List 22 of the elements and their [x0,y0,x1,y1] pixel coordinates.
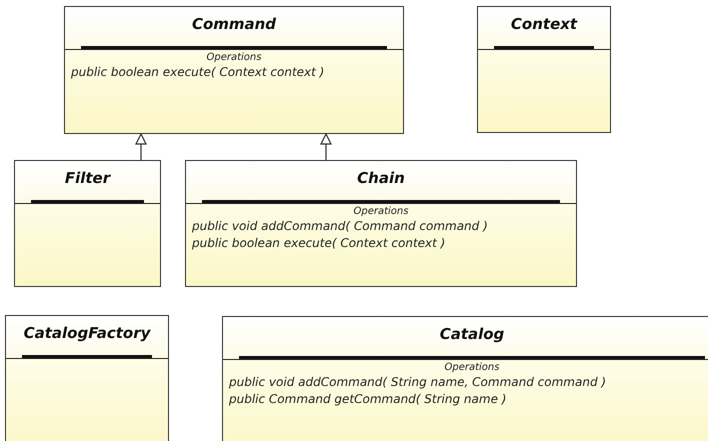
generalization-arrow [320,133,332,160]
class-box [477,6,611,133]
operation-signature: public Command getCommand( String name ) [229,391,508,408]
class-name: Context [510,15,578,33]
class-box [5,315,169,441]
compartment-label: Operations [352,206,410,218]
class-name: Chain [356,169,406,187]
class-name: Catalog [438,325,506,343]
class-name: CatalogFactory [22,324,152,342]
class-box [185,160,577,287]
class-name: Filter [64,169,112,187]
class-box [14,160,161,287]
operation-signature: public void addCommand( String name, Command command ) [229,374,608,391]
generalization-arrow [135,133,147,160]
compartment-label: Operations [444,362,500,374]
operation-signature: public boolean execute( Context context ) [192,235,446,252]
class-name: Command [190,15,278,33]
class-box [64,6,404,134]
compartment-label: Operations [206,52,262,64]
operation-signature: public boolean execute( Context context ) [71,64,326,81]
class-box [222,316,708,441]
operation-signature: public void addCommand( Command command ) [192,218,489,235]
